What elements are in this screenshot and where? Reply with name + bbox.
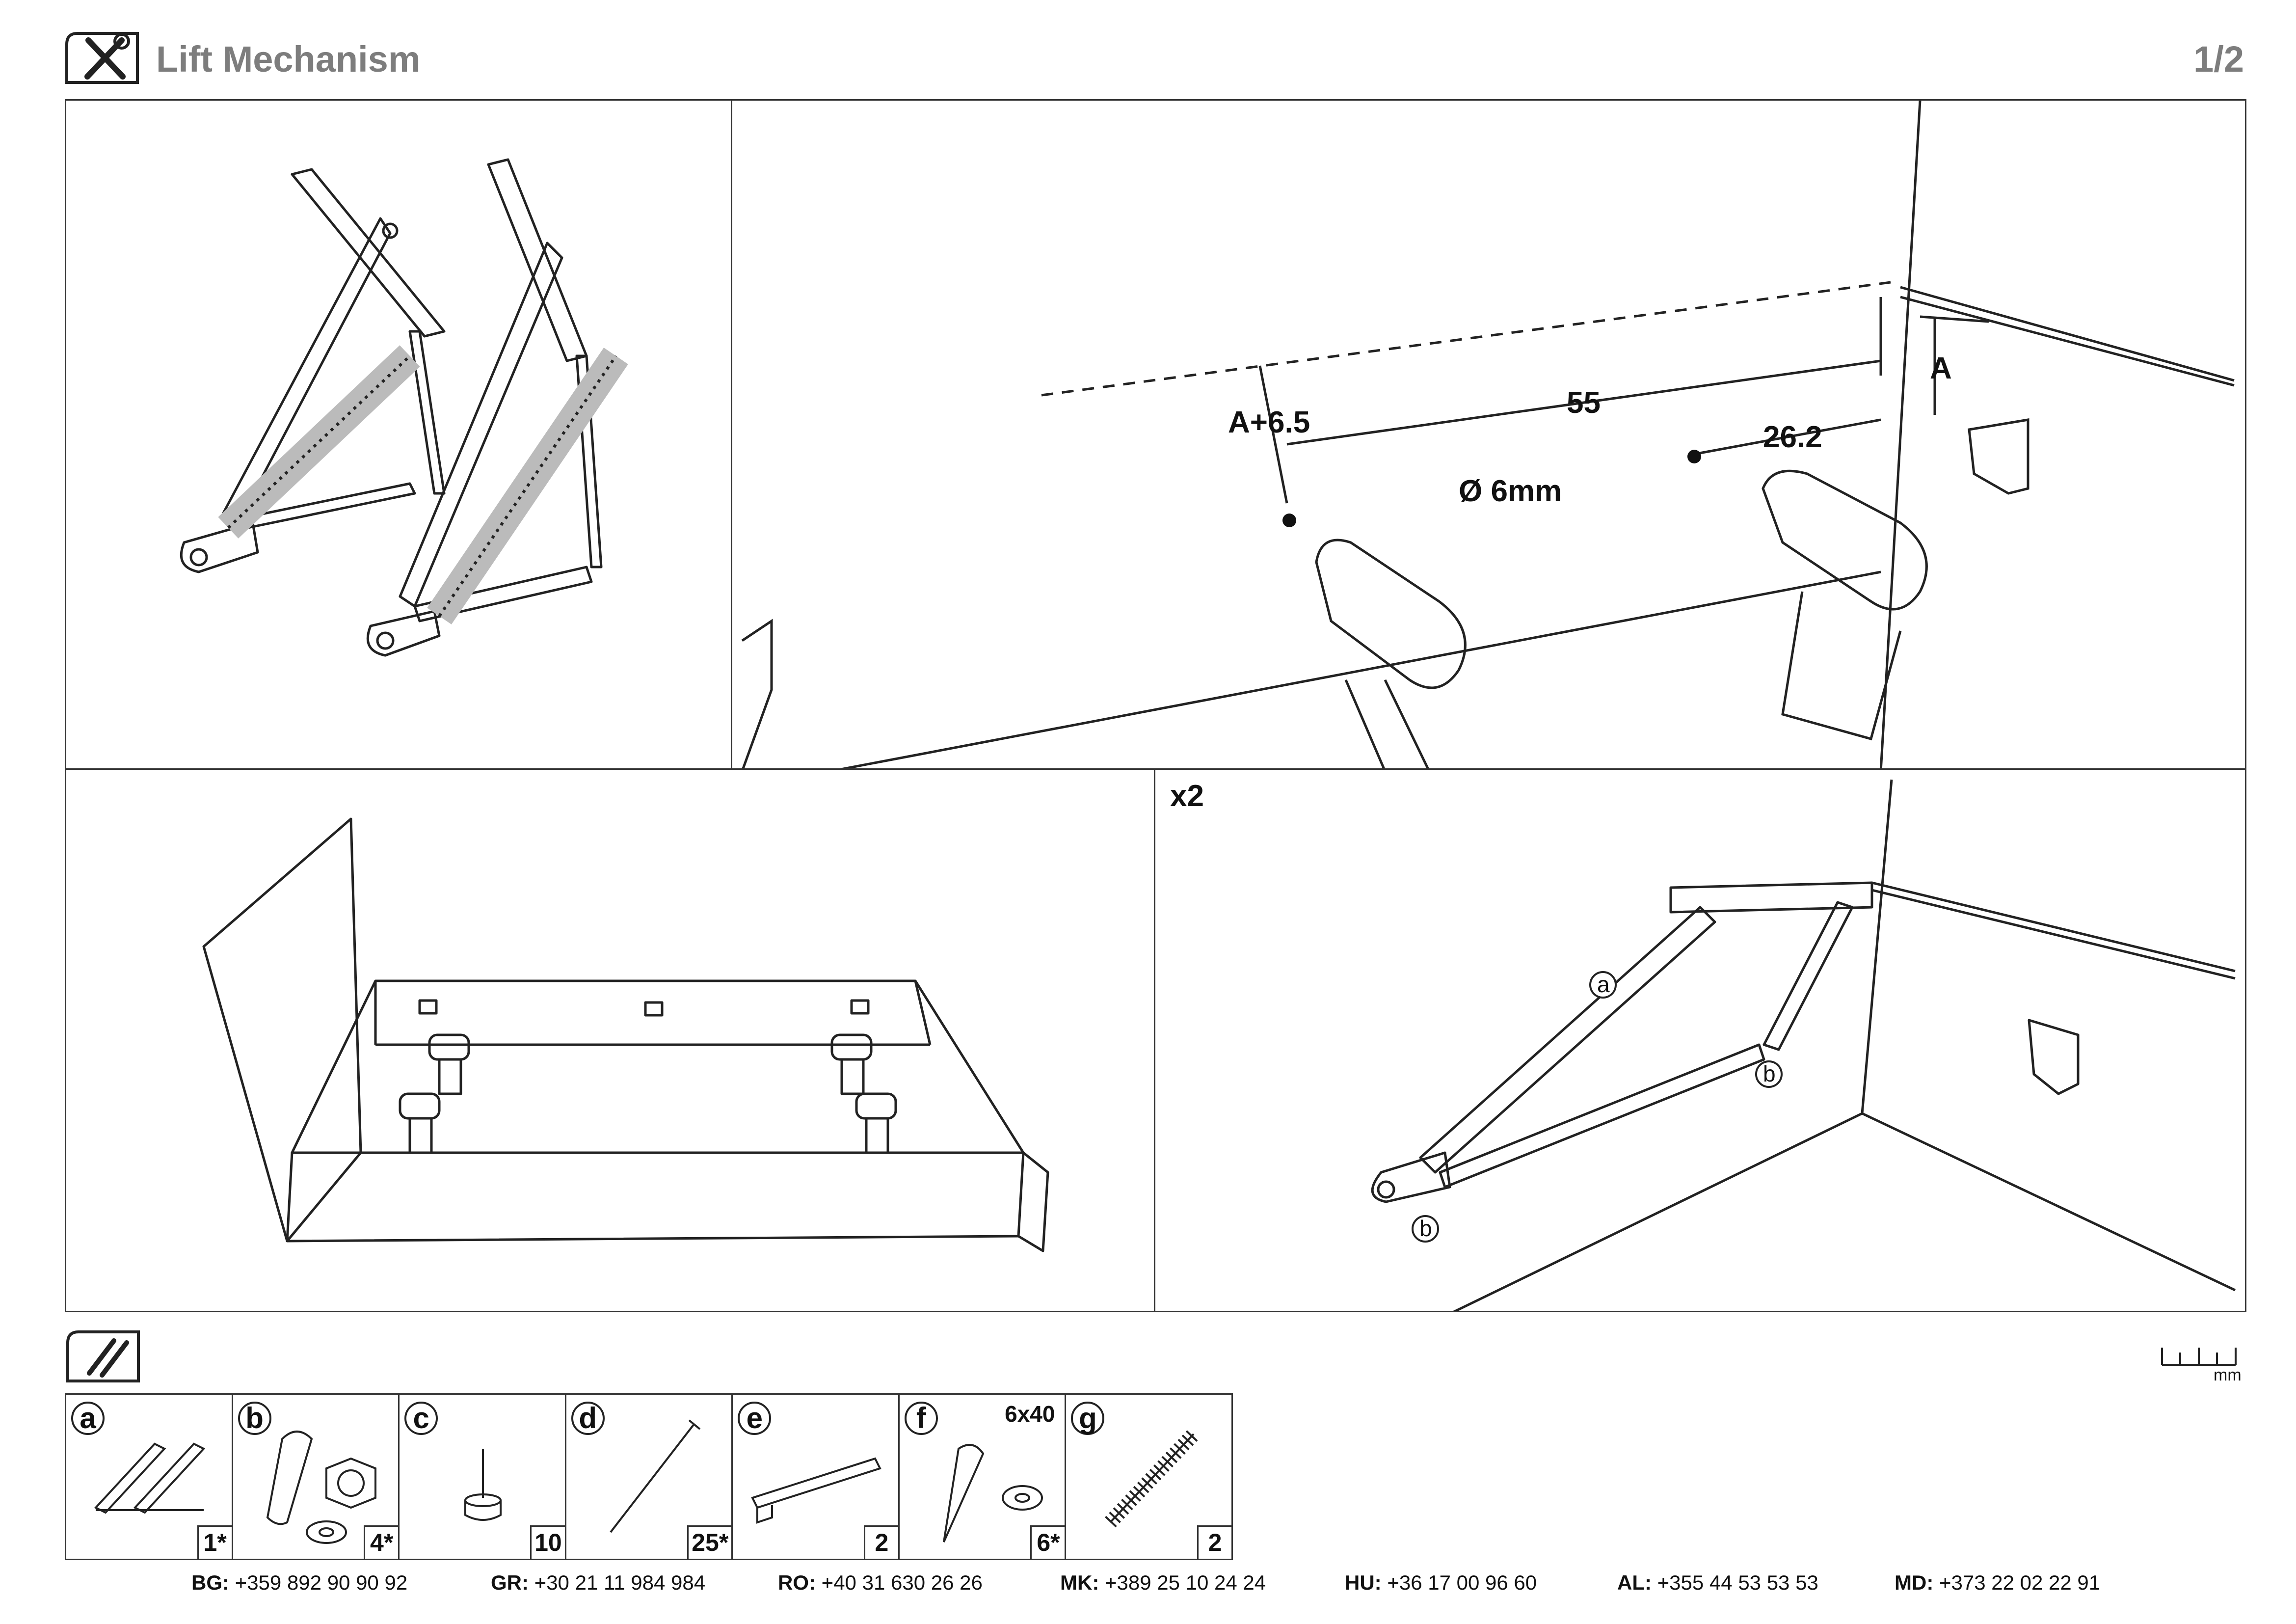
part-quantity: 10 [530, 1525, 565, 1559]
mounting-illustration [1371, 779, 2236, 1311]
part-quantity: 2 [863, 1525, 898, 1559]
dimension-26-2: 26.2 [1763, 420, 1822, 454]
part-letter: c [404, 1402, 438, 1435]
label-a-circle [1589, 971, 1617, 999]
part-d: d 25* [566, 1395, 733, 1559]
contact-ro: RO: +40 31 630 26 26 [778, 1571, 983, 1594]
callout-b-lower: b [1419, 1216, 1432, 1241]
multiplier-label: x2 [1170, 779, 1204, 813]
ruler-icon: mm [2160, 1345, 2242, 1384]
contact-bg: BG: +359 892 90 90 92 [191, 1571, 408, 1594]
part-quantity: 2 [1197, 1525, 1232, 1559]
part-letter: b [238, 1402, 271, 1435]
part-quantity: 1* [197, 1525, 232, 1559]
part-quantity: 25* [687, 1525, 732, 1559]
page-number: 1/2 [2193, 39, 2244, 80]
hardware-icon [65, 1328, 141, 1385]
part-b: b 4* [233, 1395, 400, 1559]
part-quantity: 6* [1030, 1525, 1065, 1559]
lift-mechanism-part-icon [94, 1442, 206, 1514]
contact-md: MD: +373 22 02 22 91 [1895, 1571, 2101, 1594]
label-b-circle-lower [1412, 1215, 1439, 1243]
contact-al: AL: +355 44 53 53 53 [1617, 1571, 1818, 1594]
part-a: a 1* [66, 1395, 233, 1559]
part-letter: g [1071, 1402, 1105, 1435]
ruler-unit: mm [2214, 1366, 2242, 1384]
panel-drilling: A+6.5 55 26.2 A Ø 6mm [731, 99, 2246, 770]
contact-mk: MK: +389 25 10 24 24 [1060, 1571, 1266, 1594]
tools-icon [64, 29, 140, 86]
part-letter: a [71, 1402, 105, 1435]
part-letter: e [738, 1402, 772, 1435]
drill-size-label: Ø 6mm [1459, 474, 1562, 508]
dimension-55: 55 [1567, 386, 1601, 420]
part-quantity: 4* [364, 1525, 399, 1559]
glide-nail-icon [464, 1449, 502, 1521]
dimension-a-plus-6-5: A+6.5 [1228, 406, 1310, 439]
parts-table: a 1* b 4* c [65, 1393, 1233, 1560]
label-b-circle-upper [1755, 1060, 1783, 1088]
part-letter: d [571, 1402, 605, 1435]
drilling-illustration [741, 101, 2235, 768]
connector-profile-icon [751, 1457, 882, 1524]
contact-gr: GR: +30 21 11 984 984 [491, 1571, 706, 1594]
nail-icon [610, 1419, 701, 1533]
callout-b-upper: b [1763, 1061, 1776, 1086]
spring-icon [1105, 1429, 1200, 1528]
part-letter: f [904, 1402, 938, 1435]
bed-base-illustration [202, 817, 1049, 1252]
bolt-nut-washer-icon [266, 1431, 376, 1544]
panel-lift-hardware [65, 99, 732, 770]
lift-mechanism-illustration [180, 158, 628, 657]
part-f: f 6x40 6* [900, 1395, 1067, 1559]
part-c: c 10 [400, 1395, 566, 1559]
contacts-footer: BG: +359 892 90 90 92 GR: +30 21 11 984 … [0, 1571, 2296, 1600]
callout-a: a [1597, 972, 1610, 997]
part-e: e 2 [733, 1395, 900, 1559]
page-title: Lift Mechanism [156, 39, 421, 80]
dimension-a: A [1930, 352, 1952, 385]
panel-mounting: x2 a b b [1154, 768, 2246, 1312]
panel-bed-base [65, 768, 1155, 1312]
part-g: g 2 [1066, 1395, 1232, 1559]
part-spec: 6x40 [1005, 1401, 1055, 1427]
contact-hu: HU: +36 17 00 96 60 [1345, 1571, 1537, 1594]
screw-washer-icon [942, 1444, 1043, 1543]
